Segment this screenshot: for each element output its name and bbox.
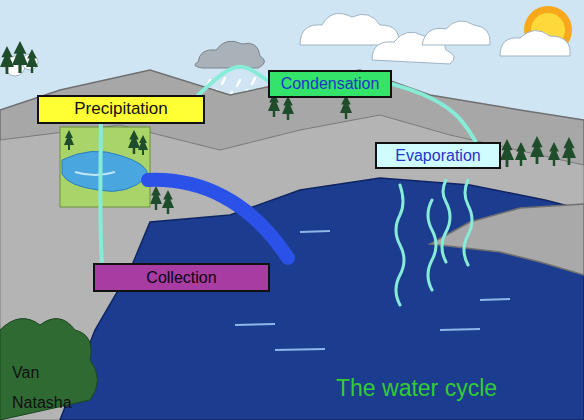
tree bbox=[500, 139, 514, 167]
lake bbox=[60, 178, 584, 420]
ripple bbox=[440, 329, 480, 330]
evaporation-waves bbox=[396, 180, 472, 305]
tree bbox=[515, 142, 527, 166]
node-label: Evaporation bbox=[395, 147, 480, 165]
tree bbox=[64, 130, 74, 150]
tree bbox=[530, 136, 544, 164]
process-label-box: Condensation bbox=[268, 70, 392, 98]
clouds bbox=[5, 13, 570, 76]
tree bbox=[548, 142, 560, 166]
vapour-wave bbox=[442, 180, 450, 262]
tree bbox=[562, 137, 576, 165]
process-label-box: Evaporation bbox=[375, 142, 501, 169]
cloud bbox=[422, 21, 490, 45]
trees bbox=[0, 41, 576, 214]
pond-picture bbox=[60, 127, 150, 207]
tree bbox=[26, 49, 38, 73]
process-label-box: Collection bbox=[93, 263, 270, 292]
tree bbox=[128, 130, 140, 154]
tree bbox=[162, 190, 174, 214]
vapour-wave bbox=[396, 185, 404, 305]
node-label: Condensation bbox=[281, 75, 380, 93]
pond-ripple bbox=[75, 172, 115, 175]
drop bbox=[237, 80, 240, 86]
author-name: Van bbox=[12, 364, 39, 382]
ripple bbox=[300, 231, 330, 232]
process-label-box: Precipitation bbox=[37, 95, 205, 124]
node-label: Precipitation bbox=[74, 100, 168, 119]
river bbox=[148, 180, 288, 258]
vapour-wave bbox=[464, 180, 472, 265]
tree bbox=[0, 46, 14, 74]
hills bbox=[0, 115, 584, 420]
bushes bbox=[0, 319, 98, 420]
drop bbox=[252, 78, 255, 84]
cloud bbox=[300, 13, 399, 45]
author-name: Natasha bbox=[12, 394, 72, 412]
ripple bbox=[275, 349, 325, 350]
diagram-title: The water cycle bbox=[336, 375, 497, 402]
pond-water bbox=[62, 151, 148, 191]
vapour-wave bbox=[428, 200, 436, 290]
pond-ground bbox=[60, 127, 150, 207]
tree bbox=[340, 95, 352, 119]
flow-connector bbox=[100, 124, 101, 263]
flow-connector bbox=[392, 84, 476, 142]
drop bbox=[222, 78, 225, 84]
tree bbox=[138, 135, 148, 155]
tree bbox=[150, 186, 162, 210]
tree bbox=[282, 96, 294, 120]
cloud bbox=[500, 30, 570, 56]
tree bbox=[12, 41, 28, 73]
mountains bbox=[0, 70, 584, 420]
rain-cloud bbox=[195, 41, 265, 68]
peninsula bbox=[430, 204, 584, 275]
ripple bbox=[235, 324, 275, 325]
node-label: Collection bbox=[146, 269, 216, 287]
ripple bbox=[480, 299, 510, 300]
flow-connector bbox=[198, 67, 268, 95]
